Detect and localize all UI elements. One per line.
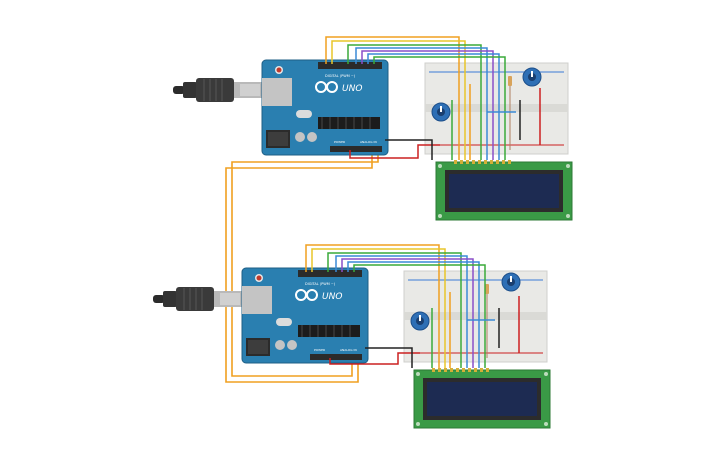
potentiometer-icon [522,67,542,87]
board-brand-label: UNO [342,84,362,94]
board-analog-label: ANALOG IN [340,348,357,352]
board-header-label: DIGITAL (PWM ~) [325,74,356,78]
resistor-icon [508,76,512,150]
board-analog-label: ANALOG IN [360,140,377,144]
arduino-logo [295,289,318,301]
arduino-uno-icon: DIGITAL (PWM ~) UNO POWER ANALOG IN [261,59,389,156]
board-brand-label: UNO [322,292,342,302]
inter-board-wires [225,152,379,383]
lcd-16x2-icon [413,368,551,429]
usb-cable-icon [173,78,264,102]
usb-cable-icon [153,287,244,311]
wire-orange-link-a [231,152,379,377]
board-power-label: POWER [314,348,325,352]
lcd-16x2-icon [435,160,573,221]
circuit-bottom: DIGITAL (PWM ~) UNO POWER ANALOG IN [153,244,551,429]
board-header-label: DIGITAL (PWM ~) [305,282,336,286]
resistor-icon [485,284,489,358]
circuit-top: DIGITAL (PWM ~) UNO POWER ANALOG IN [173,36,573,221]
potentiometer-icon [410,311,430,331]
potentiometer-icon [501,272,521,292]
arduino-logo [315,81,338,93]
arduino-uno-icon: DIGITAL (PWM ~) UNO POWER ANALOG IN [241,267,369,364]
wire-orange-link-b [225,152,373,383]
board-power-label: POWER [334,140,345,144]
potentiometer-icon [431,102,451,122]
wires-bottom [305,244,520,368]
wires-top [325,36,541,160]
